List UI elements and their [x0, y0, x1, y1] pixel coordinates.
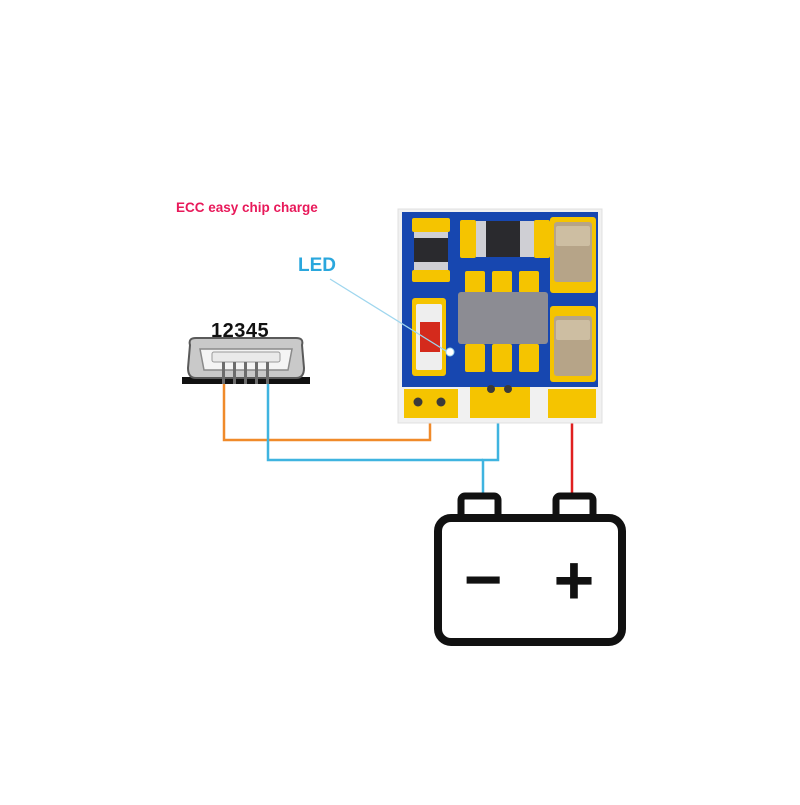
board-via-1 — [413, 397, 423, 407]
capacitor-top-right-shine — [556, 226, 590, 246]
usb-tongue — [211, 351, 281, 363]
battery-body — [434, 514, 626, 646]
diode-top-left-pad-bottom — [412, 270, 450, 282]
usb-pin-numbers: 12345 — [211, 320, 270, 342]
led-pointer-dot — [445, 347, 455, 357]
charger-ic-chip — [458, 292, 548, 344]
capacitor-top-right — [550, 217, 596, 293]
usb-pin-4 — [255, 362, 258, 384]
usb-pins — [222, 362, 269, 384]
diode-top-middle-pad-right — [534, 220, 550, 258]
diode-top-left — [412, 218, 450, 282]
usb-pin-2 — [233, 362, 236, 384]
charger-board — [397, 208, 603, 424]
wire-orange-usb-to-board — [222, 380, 432, 442]
usb-pin-5 — [266, 362, 269, 384]
board-pad-battery-positive — [548, 389, 596, 418]
board-via-2 — [436, 397, 446, 407]
led-pointer-line — [329, 278, 447, 352]
pad-ic-bottom-left — [465, 344, 485, 372]
micro-usb-connector — [182, 337, 310, 384]
battery-negative-symbol: − — [464, 542, 503, 616]
pad-ic-top-mid — [492, 271, 512, 293]
usb-pin-1 — [222, 362, 225, 384]
diode-top-left-pad-top — [412, 218, 450, 232]
board-via-3 — [487, 385, 495, 393]
led-label: LED — [298, 255, 336, 276]
pad-ic-top-left — [465, 271, 485, 293]
diode-top-middle-band — [486, 221, 520, 257]
pad-ic-bottom-right — [519, 344, 539, 372]
usb-pin-3 — [244, 362, 247, 384]
battery-symbol: − + — [434, 492, 626, 646]
pad-ic-bottom-mid — [492, 344, 512, 372]
diode-top-middle — [460, 220, 550, 258]
led-component — [412, 298, 446, 376]
capacitor-bottom-right — [550, 306, 596, 382]
capacitor-bottom-right-shine — [556, 320, 590, 340]
wire-blue-board-to-battery-negative — [481, 398, 500, 497]
board-via-4 — [504, 385, 512, 393]
board-pad-usb-input — [404, 389, 458, 418]
battery-positive-symbol: + — [554, 541, 595, 619]
pad-ic-top-right — [519, 271, 539, 293]
diode-top-middle-pad-left — [460, 220, 476, 258]
wire-blue-usb-to-junction — [266, 380, 483, 462]
diagram-title: ECC easy chip charge — [176, 200, 318, 215]
board-pad-battery-negative — [470, 387, 530, 418]
diode-top-left-band — [414, 238, 448, 262]
